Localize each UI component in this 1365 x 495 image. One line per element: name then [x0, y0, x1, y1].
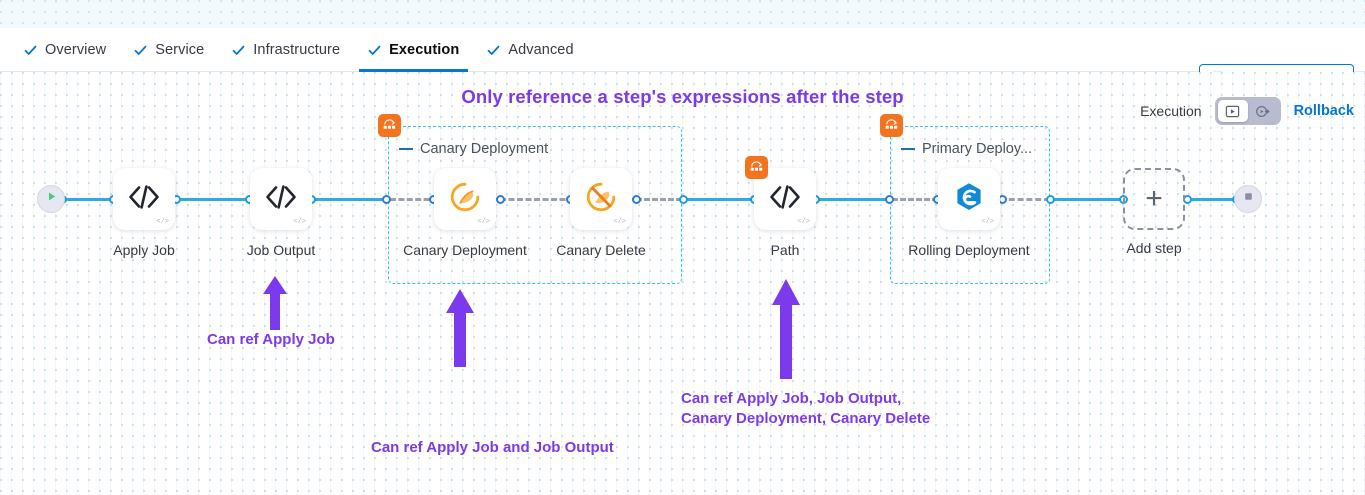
step-node-canary-deployment[interactable]: </> [434, 168, 496, 230]
step-label-rolling-deployment: Rolling Deployment [908, 242, 1030, 258]
link-canarydeploy-canarydelete [500, 198, 574, 201]
canary-icon [448, 180, 482, 219]
tab-label: Advanced [508, 42, 574, 58]
tab-service[interactable]: Service [120, 28, 218, 72]
tab-label: Execution [389, 42, 460, 58]
check-icon [24, 44, 37, 57]
execution-label: Execution [1140, 103, 1202, 119]
page-headline: Only reference a step's expressions afte… [461, 86, 904, 107]
rolling-deploy-icon [953, 181, 985, 218]
end-node[interactable] [1234, 185, 1262, 213]
tab-label: Infrastructure [253, 42, 341, 58]
rollback-view-toggle-option[interactable] [1248, 100, 1278, 122]
tab-execution[interactable]: Execution [354, 28, 473, 72]
check-icon [487, 44, 500, 57]
group-title-canary-deployment[interactable]: Canary Deployment [399, 141, 548, 157]
group-title-primary-deployment[interactable]: Primary Deploy... [901, 141, 1032, 157]
step-type-chip: </> [477, 218, 490, 226]
execution-view-icon [1225, 104, 1240, 119]
step-group-icon [378, 114, 401, 137]
play-icon [45, 190, 58, 208]
step-node-path[interactable]: </> [745, 156, 816, 230]
step-type-chip: </> [293, 218, 306, 226]
port-group1-out[interactable] [679, 195, 688, 204]
link-addstep-end [1186, 198, 1244, 201]
link-group1-canarydeploy [390, 198, 438, 201]
tab-overview[interactable]: Overview [10, 28, 120, 72]
tab-infrastructure[interactable]: Infrastructure [218, 28, 354, 72]
pipeline-canvas[interactable]: Only reference a step's expressions afte… [0, 72, 1365, 495]
step-label-canary-delete: Canary Delete [556, 242, 646, 258]
step-group-icon [745, 156, 768, 179]
step-node-apply-job[interactable]: </> [113, 168, 175, 230]
link-group1-path [682, 198, 758, 201]
step-type-chip: </> [156, 218, 169, 226]
step-node-rolling-deployment[interactable]: </> [938, 168, 1000, 230]
step-label-path: Path [770, 242, 800, 258]
link-path-group2 [814, 198, 892, 201]
stop-icon [1242, 190, 1255, 208]
step-type-chip: </> [981, 218, 994, 226]
group-title-label: Canary Deployment [420, 141, 549, 157]
group-title-label: Primary Deploy... [922, 141, 1033, 157]
link-joboutput-group1 [310, 198, 390, 201]
port-group2-out[interactable] [1046, 195, 1055, 204]
rollback-view-icon [1255, 104, 1270, 119]
port-canarydelete-out[interactable] [632, 195, 641, 204]
execution-rollback-toggle[interactable] [1214, 97, 1281, 125]
step-label-apply-job: Apply Job [113, 242, 175, 258]
link-rolling-group2end [1000, 198, 1050, 201]
step-node-job-output[interactable]: </> [250, 168, 312, 230]
start-node[interactable] [37, 185, 65, 213]
annotation-text-3: Can ref Apply Job, Job Output, Canary De… [681, 390, 931, 427]
execution-view-bar: Execution [1140, 97, 1354, 125]
check-icon [368, 44, 381, 57]
step-type-chip: </> [613, 218, 626, 226]
annotation-arrow-1 [258, 274, 292, 337]
annotation-arrow-3 [768, 277, 804, 386]
annotation-text-2: Can ref Apply Job and Job Output [371, 439, 614, 456]
group-primary-deployment[interactable]: Primary Deploy... [880, 114, 1050, 284]
step-type-chip: </> [797, 218, 810, 226]
execution-view-toggle-option[interactable] [1217, 100, 1248, 122]
link-group2-rolling [892, 198, 938, 201]
link-group2-addstep [1050, 198, 1122, 201]
check-icon [232, 44, 245, 57]
step-node-canary-delete[interactable]: </> [570, 168, 632, 230]
add-step-label: Add step [1126, 240, 1182, 256]
step-label-canary-deployment: Canary Deployment [403, 242, 527, 258]
link-start-applyjob [62, 198, 120, 201]
check-icon [134, 44, 147, 57]
collapse-group-icon[interactable] [399, 147, 413, 151]
code-icon [768, 184, 802, 215]
port-canarydeploy-out[interactable] [496, 195, 505, 204]
code-icon [264, 184, 298, 215]
port-group2-in[interactable] [885, 195, 894, 204]
link-canarydelete-group1end [636, 198, 682, 201]
tab-label: Overview [45, 42, 107, 58]
stage-tabs: Overview Service Infrastructure Executio… [10, 28, 588, 72]
annotation-text-1: Can ref Apply Job [207, 331, 335, 348]
canvas-top-strip [0, 0, 1365, 28]
collapse-group-icon[interactable] [901, 147, 915, 151]
step-label-job-output: Job Output [246, 242, 316, 258]
annotation-arrow-2 [442, 287, 478, 374]
step-group-icon [880, 114, 903, 137]
link-applyjob-joboutput [175, 198, 255, 201]
stage-header: Overview Service Infrastructure Executio… [0, 28, 1365, 91]
canary-delete-icon [584, 180, 618, 219]
rollback-link[interactable]: Rollback [1293, 103, 1354, 119]
tab-advanced[interactable]: Advanced [473, 28, 587, 72]
group-canary-deployment[interactable]: Canary Deployment [378, 114, 682, 284]
code-icon [127, 184, 161, 215]
add-step-node[interactable]: + [1123, 168, 1185, 230]
tab-label: Service [155, 42, 205, 58]
port-group1-in[interactable] [382, 195, 391, 204]
plus-icon: + [1145, 182, 1163, 215]
